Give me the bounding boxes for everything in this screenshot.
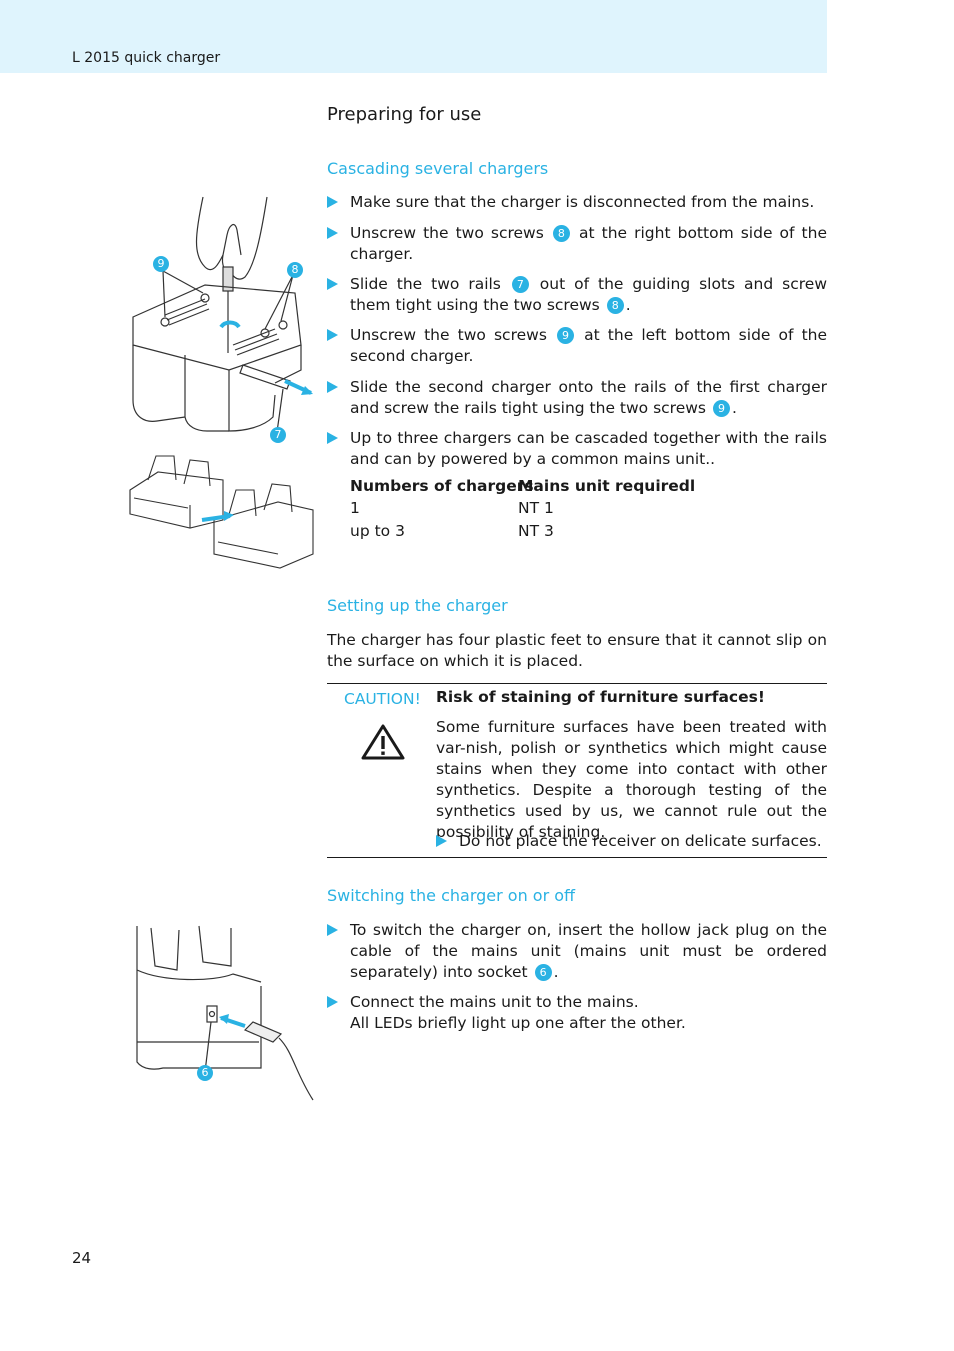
callout-badge: 6 (534, 964, 552, 981)
callout-badge: 8 (606, 297, 624, 314)
setup-title: Setting up the charger (327, 596, 508, 615)
callout-badge: 9 (557, 327, 575, 344)
bullet-arrow-icon (436, 835, 447, 847)
page-number: 24 (72, 1249, 92, 1267)
figure-callout-badge: 6 (197, 1065, 213, 1081)
charger-bottom-illustration (132, 196, 313, 433)
bullet-arrow-icon (327, 996, 338, 1008)
caution-text: Some furniture surfaces have been treate… (436, 718, 827, 841)
list-item: Connect the mains unit to the mains.All … (327, 992, 827, 1034)
caution-top-rule (327, 683, 827, 684)
list-item: Unscrew the two screws 8 at the right bo… (327, 223, 827, 265)
bullet-arrow-icon (327, 227, 338, 239)
figure-callout-badge: 7 (270, 427, 286, 443)
table-cell: NT 3 (518, 522, 554, 540)
table-cell: 1 (350, 499, 360, 517)
bullet-arrow-icon (327, 196, 338, 208)
bullet-arrow-icon (327, 381, 338, 393)
table-header: Mains unit requiredl (518, 477, 696, 495)
callout-badge: 9 (712, 400, 730, 417)
list-item: To switch the charger on, insert the hol… (327, 920, 827, 983)
list-item: Unscrew the two screws 9 at the left bot… (327, 325, 827, 367)
header-band (0, 0, 827, 73)
list-item: Slide the two rails 7 out of the guiding… (327, 274, 827, 316)
figure-callout-badge: 8 (287, 262, 303, 278)
section-heading: Preparing for use (327, 104, 482, 125)
caution-label: CAUTION! (344, 690, 421, 708)
list-item: Slide the second charger onto the rails … (327, 377, 827, 419)
bullet-arrow-icon (327, 329, 338, 341)
switching-title: Switching the charger on or off (327, 886, 576, 905)
figure-callout-badge: 9 (153, 256, 169, 272)
table-cell: NT 1 (518, 499, 554, 517)
bullet-arrow-icon (327, 432, 338, 444)
socket-plug-illustration (136, 925, 314, 1101)
list-item: Make sure that the charger is disconnect… (327, 192, 827, 213)
table-header: Numbers of chargers (350, 477, 534, 495)
list-item: Do not place the receiver on delicate su… (436, 831, 827, 852)
caution-title: Risk of staining of furniture surfaces! (436, 688, 765, 706)
cascading-title: Cascading several chargers (327, 159, 549, 178)
list-item: Up to three chargers can be cascaded tog… (327, 428, 827, 470)
bullet-arrow-icon (327, 924, 338, 936)
cascaded-chargers-illustration (129, 455, 314, 569)
running-header: L 2015 quick charger (72, 50, 221, 66)
callout-badge: 7 (511, 276, 529, 293)
setup-text: The charger has four plastic feet to ens… (327, 631, 827, 670)
bullet-arrow-icon (327, 278, 338, 290)
warning-triangle-icon (361, 724, 405, 760)
table-cell: up to 3 (350, 522, 405, 540)
caution-bottom-rule (327, 857, 827, 858)
callout-badge: 8 (552, 225, 570, 242)
